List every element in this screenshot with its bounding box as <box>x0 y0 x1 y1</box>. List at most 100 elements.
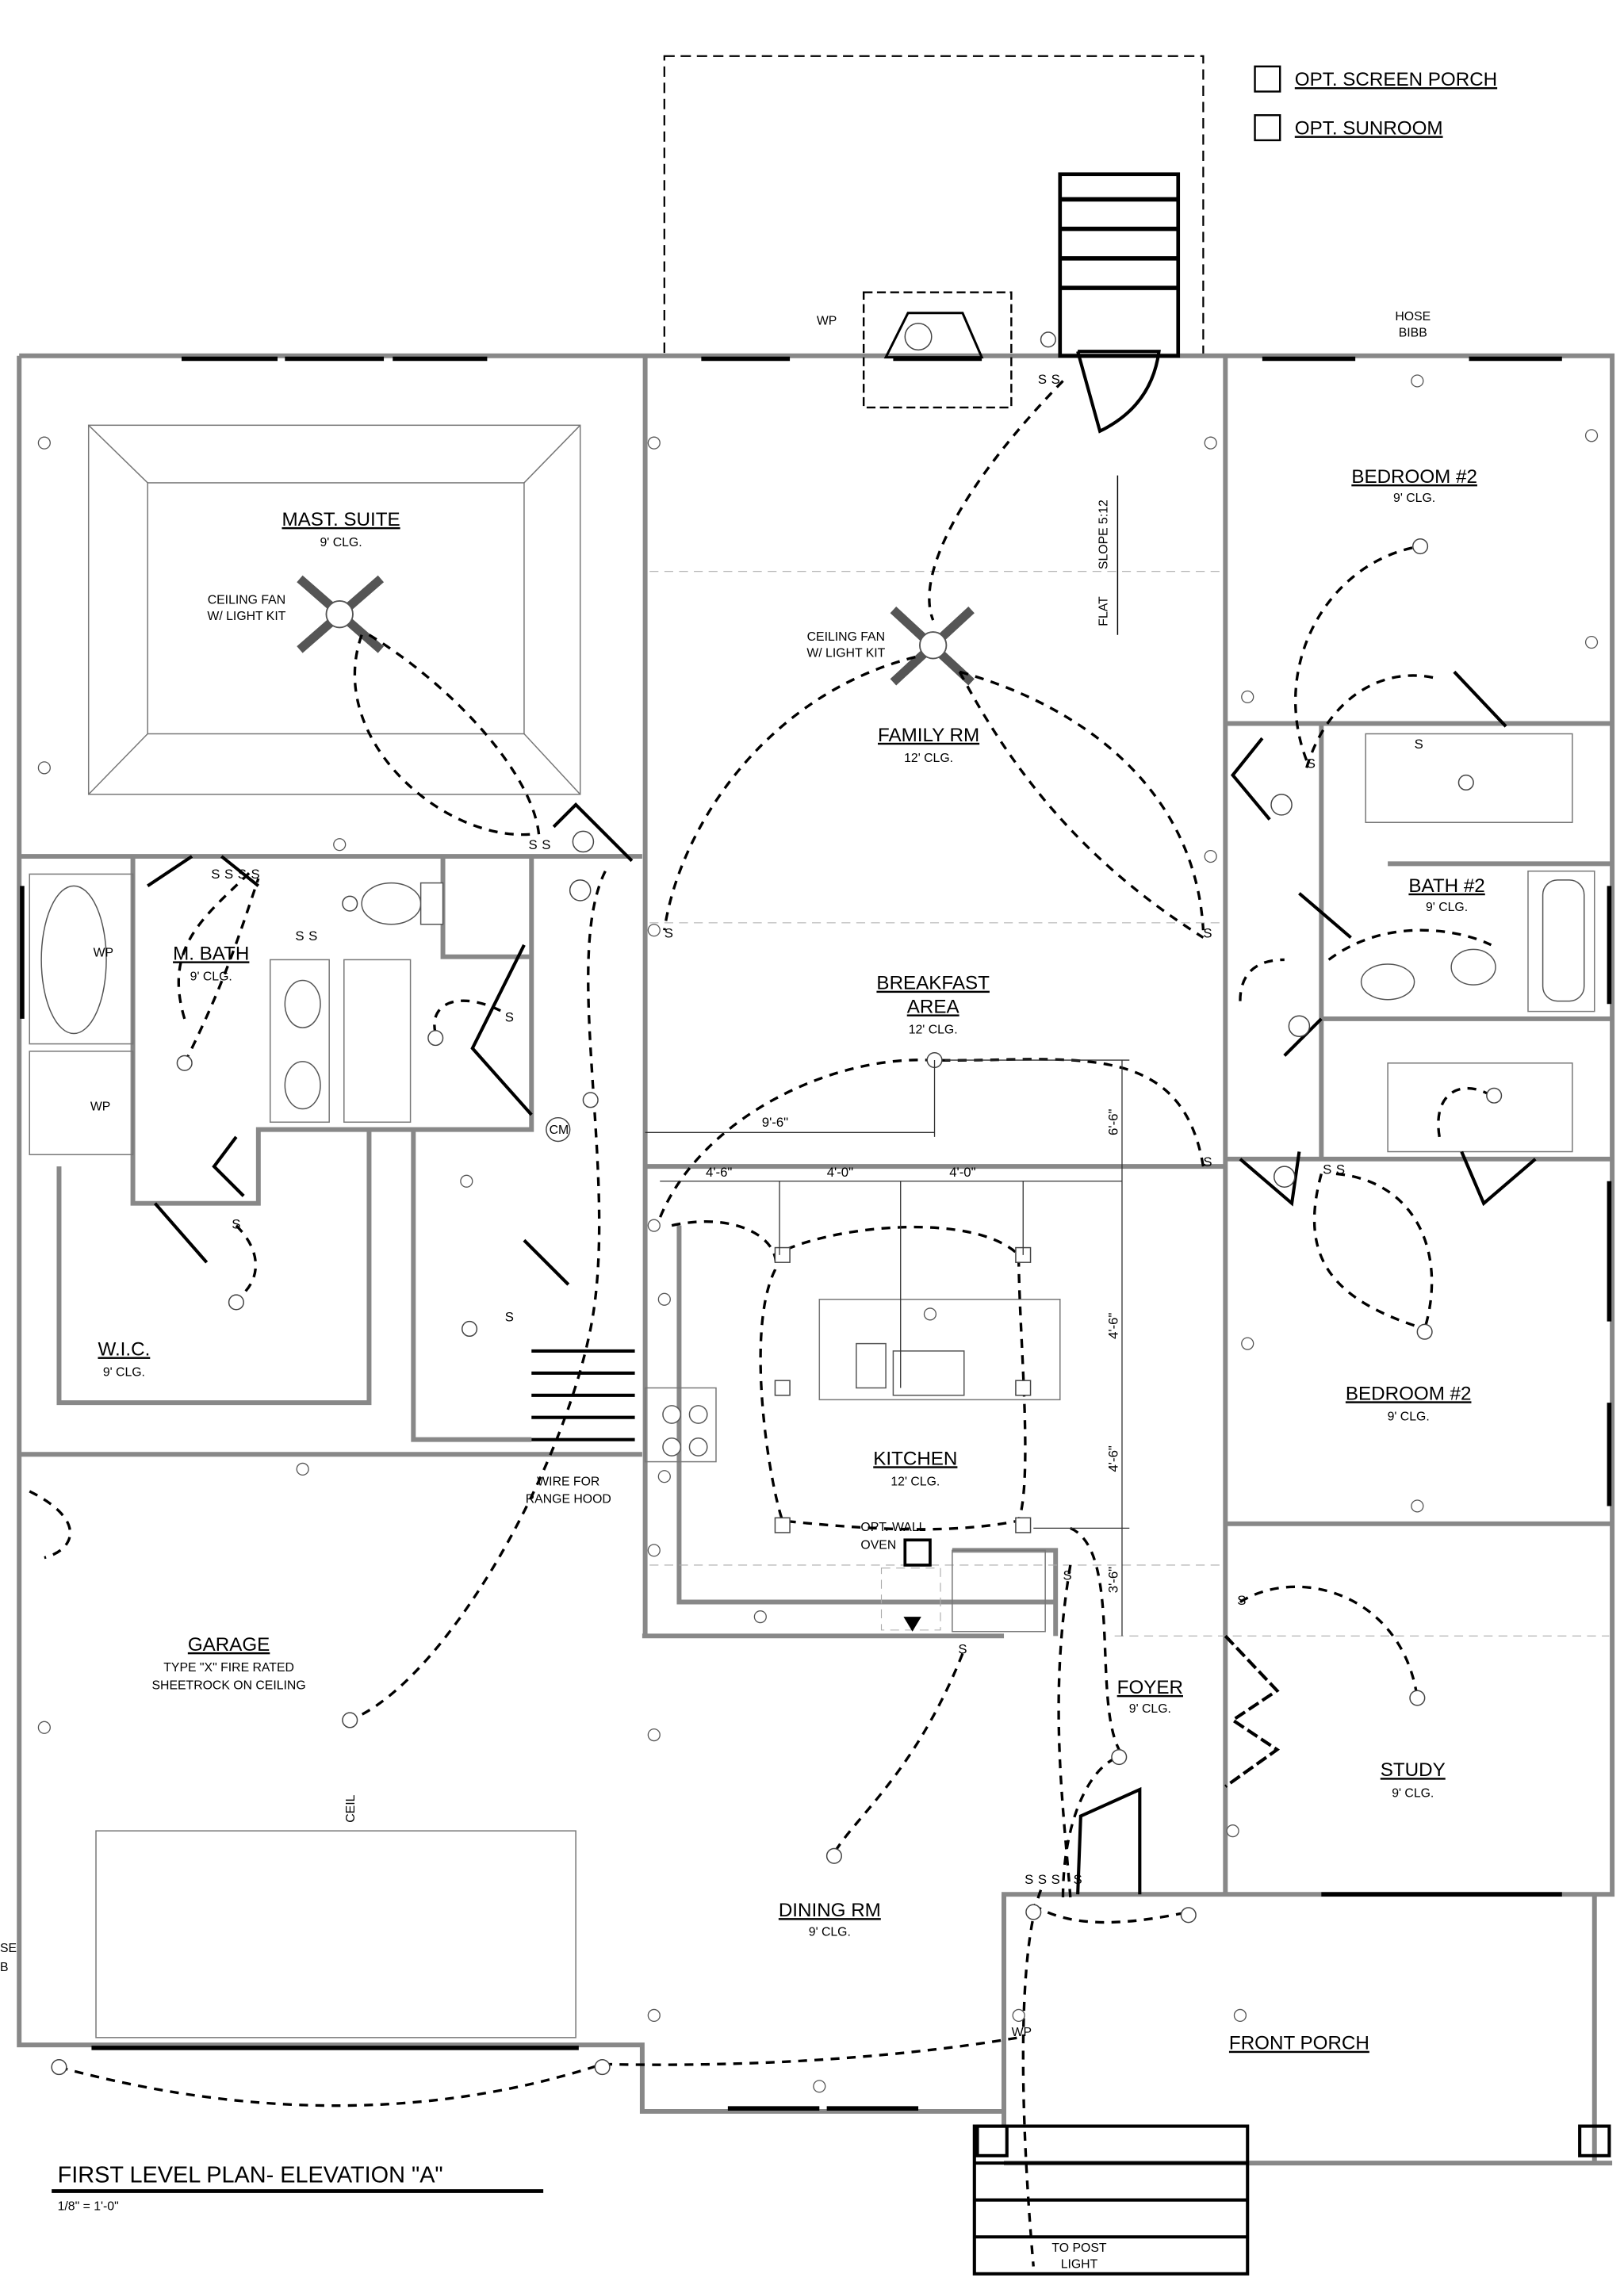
svg-text:S: S <box>1203 1154 1212 1169</box>
svg-text:GARAGE: GARAGE <box>188 1634 270 1656</box>
legend-label: OPT. SUNROOM <box>1295 117 1443 139</box>
svg-text:MAST. SUITE: MAST. SUITE <box>282 509 400 530</box>
plan-scale: 1/8" = 1'-0" <box>58 2200 119 2214</box>
svg-text:9' CLG.: 9' CLG. <box>1129 1702 1171 1716</box>
svg-text:S: S <box>958 1642 967 1657</box>
svg-text:OVEN: OVEN <box>860 1538 896 1552</box>
svg-text:S: S <box>1051 372 1060 387</box>
svg-text:S: S <box>665 925 673 940</box>
svg-text:9' CLG.: 9' CLG. <box>1388 1410 1430 1423</box>
svg-text:FLAT: FLAT <box>1097 596 1110 626</box>
dimension-label: 4'-6" <box>706 1165 732 1180</box>
legend: OPT. SCREEN PORCH OPT. SUNROOM <box>1254 65 1497 142</box>
doors <box>147 350 1537 1895</box>
svg-text:KITCHEN: KITCHEN <box>873 1448 957 1469</box>
svg-text:9' CLG.: 9' CLG. <box>1393 492 1435 505</box>
svg-text:SE: SE <box>0 1942 17 1955</box>
svg-text:CM: CM <box>550 1124 569 1137</box>
svg-text:S: S <box>211 867 220 882</box>
svg-text:9' CLG.: 9' CLG. <box>320 536 362 549</box>
legend-label: OPT. SCREEN PORCH <box>1295 69 1497 90</box>
svg-text:STUDY: STUDY <box>1381 1759 1446 1781</box>
svg-text:FRONT PORCH: FRONT PORCH <box>1229 2033 1369 2054</box>
svg-text:W/ LIGHT KIT: W/ LIGHT KIT <box>806 647 885 660</box>
svg-text:S: S <box>295 928 304 944</box>
legend-checkbox-sunroom[interactable] <box>1254 114 1281 142</box>
fixtures <box>40 291 1585 1632</box>
svg-text:BEDROOM #2: BEDROOM #2 <box>1346 1383 1472 1404</box>
svg-text:W/ LIGHT KIT: W/ LIGHT KIT <box>207 610 285 623</box>
svg-text:9' CLG.: 9' CLG. <box>190 970 232 984</box>
windows <box>20 356 1612 2111</box>
svg-text:9' CLG.: 9' CLG. <box>1392 1786 1434 1800</box>
ceiling-fan-icon <box>297 575 975 686</box>
svg-text:HOSE: HOSE <box>1395 310 1431 323</box>
svg-text:12' CLG.: 12' CLG. <box>904 752 953 765</box>
svg-text:S: S <box>224 867 233 882</box>
title-block: FIRST LEVEL PLAN- ELEVATION "A" 1/8" = 1… <box>52 2162 544 2214</box>
svg-text:BEDROOM #2: BEDROOM #2 <box>1351 466 1477 488</box>
svg-text:WP: WP <box>90 1100 110 1113</box>
svg-text:CEILING FAN: CEILING FAN <box>208 594 285 607</box>
dimension-label: 4'-0" <box>949 1165 975 1180</box>
svg-text:CEILING FAN: CEILING FAN <box>807 630 885 644</box>
dimension-label: 9'-6" <box>762 1115 788 1130</box>
svg-text:OPT. WALL: OPT. WALL <box>860 1521 925 1534</box>
light-lines <box>29 424 1610 2038</box>
svg-text:SHEETROCK ON CEILING: SHEETROCK ON CEILING <box>151 1679 305 1692</box>
room-labels: MAST. SUITE 9' CLG. FAMILY RM 12' CLG. BED… <box>98 466 1484 2054</box>
optional-porch-outline <box>663 55 1205 357</box>
svg-text:FOYER: FOYER <box>1117 1677 1183 1698</box>
plan-title: FIRST LEVEL PLAN- ELEVATION "A" <box>58 2162 443 2188</box>
svg-text:BIBB: BIBB <box>1399 327 1427 340</box>
svg-text:S: S <box>1336 1162 1345 1177</box>
dimension-label: 4'-6" <box>1105 1313 1120 1339</box>
svg-text:B: B <box>0 1961 9 1974</box>
walls <box>17 353 1615 2166</box>
svg-text:DINING RM: DINING RM <box>779 1900 881 1921</box>
legend-checkbox-screen-porch[interactable] <box>1254 65 1281 93</box>
svg-text:S: S <box>505 1310 514 1325</box>
svg-text:WP: WP <box>817 315 837 328</box>
dimension-label: 4'-6" <box>1105 1445 1120 1472</box>
svg-text:AREA: AREA <box>907 996 960 1017</box>
svg-text:9' CLG.: 9' CLG. <box>103 1366 145 1380</box>
svg-text:S: S <box>1237 1593 1246 1608</box>
svg-text:FAMILY RM: FAMILY RM <box>878 725 979 746</box>
svg-text:M. BATH: M. BATH <box>173 943 249 964</box>
svg-text:BREAKFAST: BREAKFAST <box>876 973 990 994</box>
light-fixture-icon <box>51 323 1503 2076</box>
wiring <box>29 380 1492 2267</box>
svg-text:S: S <box>251 867 260 882</box>
svg-text:S: S <box>529 837 538 852</box>
notes: CEILING FAN W/ LIGHT KIT CEILING FAN W/ LI… <box>0 310 1431 2271</box>
svg-text:9' CLG.: 9' CLG. <box>809 1925 851 1939</box>
svg-text:RANGE HOOD: RANGE HOOD <box>526 1493 611 1506</box>
svg-text:12' CLG.: 12' CLG. <box>891 1475 940 1488</box>
svg-text:S: S <box>1051 1872 1060 1887</box>
svg-text:S: S <box>542 837 550 852</box>
svg-text:S: S <box>1415 737 1423 752</box>
svg-text:TO POST: TO POST <box>1051 2241 1106 2255</box>
svg-text:WIRE FOR: WIRE FOR <box>537 1475 599 1488</box>
dimensions: 9'-6" 4'-6" 4'-0" 4'-0" 6'-6" 4'-6" 4'-6… <box>645 1059 1130 1636</box>
svg-text:S: S <box>1323 1162 1331 1177</box>
svg-text:CEIL: CEIL <box>344 1794 358 1822</box>
outlet-icons <box>37 374 1599 2093</box>
svg-text:S: S <box>1074 1872 1082 1887</box>
dimension-label: 6'-6" <box>1105 1109 1120 1135</box>
svg-text:S: S <box>238 867 247 882</box>
svg-text:SLOPE 5:12: SLOPE 5:12 <box>1097 500 1110 569</box>
svg-text:WP: WP <box>94 947 113 960</box>
dimension-label: 4'-0" <box>827 1165 853 1180</box>
svg-text:S: S <box>232 1216 240 1231</box>
svg-text:12' CLG.: 12' CLG. <box>909 1024 958 1037</box>
svg-text:S: S <box>308 928 317 944</box>
stairs <box>531 172 1611 2276</box>
dimension-label: 3'-6" <box>1105 1567 1120 1593</box>
svg-text:9' CLG.: 9' CLG. <box>1426 901 1468 914</box>
svg-text:S: S <box>1063 1568 1072 1583</box>
svg-text:BATH #2: BATH #2 <box>1408 875 1484 897</box>
